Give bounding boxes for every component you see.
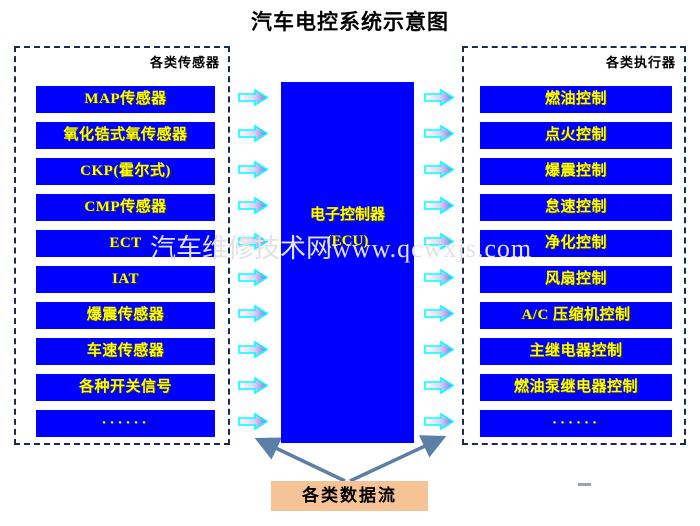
- actuators-panel: 各类执行器 燃油控制点火控制爆震控制怠速控制净化控制风扇控制 A/C 压缩机控制主…: [462, 46, 686, 445]
- sensor-to-ecu-flow-arrow-icon: [238, 160, 269, 179]
- actuator-item: 爆震控制: [480, 158, 672, 185]
- sensor-item: CKP(霍尔式): [36, 158, 215, 185]
- sensor-item: 各种开关信号: [36, 374, 215, 401]
- actuator-item: A/C 压缩机控制: [480, 302, 672, 329]
- actuators-panel-title: 各类执行器: [605, 55, 676, 70]
- sensor-item: ECT: [36, 230, 215, 257]
- ecu-to-actuator-flow-arrow-icon: [424, 268, 455, 287]
- ecu-to-actuator-flow-arrow-icon: [424, 124, 455, 143]
- sensors-panel-title: 各类传感器: [149, 55, 220, 70]
- ecu-to-actuator-flow-arrow-icon: [424, 160, 455, 179]
- ecu-label: 电子控制器 (ECU): [281, 202, 414, 254]
- sensor-item: IAT: [36, 266, 215, 293]
- page-title: 汽车电控系统示意图: [251, 10, 449, 34]
- actuator-item: 燃油控制: [480, 86, 672, 113]
- ecu-to-actuator-flow-arrow-icon: [424, 232, 455, 251]
- sensors-panel: 各类传感器 MAP传感器氧化锆式氧传感器 CKP(霍尔式) CMP传感器 ECT IAT…: [14, 46, 230, 445]
- dataflow-block: 各类数据流: [271, 481, 428, 511]
- sensor-to-ecu-flow-arrow-icon: [238, 268, 269, 287]
- actuators-item-list: 燃油控制点火控制爆震控制怠速控制净化控制风扇控制 A/C 压缩机控制主继电器控制燃…: [464, 48, 684, 443]
- ecu-label-sub: (ECU): [326, 233, 369, 249]
- sensor-item: 车速传感器: [36, 338, 215, 365]
- sensors-item-list: MAP传感器氧化锆式氧传感器 CKP(霍尔式) CMP传感器 ECT IAT 爆震传感器车…: [16, 48, 228, 443]
- sensor-to-ecu-flow-arrow-icon: [238, 88, 269, 107]
- ecu-to-actuator-flow-arrow-icon: [424, 340, 455, 359]
- ecu-label-main: 电子控制器: [309, 207, 385, 223]
- ecu-to-actuator-flow-arrow-icon: [424, 196, 455, 215]
- sensor-item: MAP传感器: [36, 86, 215, 113]
- sensor-to-ecu-flow-arrow-icon: [238, 124, 269, 143]
- actuator-item: 风扇控制: [480, 266, 672, 293]
- sensor-to-ecu-flow-arrow-icon: [238, 196, 269, 215]
- sensor-to-ecu-flow-arrow-icon: [238, 376, 269, 395]
- ecu-to-actuator-flow-arrow-icon: [424, 412, 455, 431]
- stray-mark: [578, 483, 591, 486]
- sensor-to-ecu-flow-arrow-icon: [238, 412, 269, 431]
- actuator-item: 怠速控制: [480, 194, 672, 221]
- sensor-item: 氧化锆式氧传感器: [36, 122, 215, 149]
- actuator-item: 燃油泵继电器控制: [480, 374, 672, 401]
- sensor-to-ecu-flow-arrow-icon: [238, 304, 269, 323]
- actuator-item: 主继电器控制: [480, 338, 672, 365]
- actuator-item: ······: [480, 410, 672, 437]
- ecu-to-actuator-flow-arrow-icon: [424, 376, 455, 395]
- ecu-block: 电子控制器 (ECU): [281, 82, 414, 443]
- ecu-to-actuator-flow-arrow-icon: [424, 304, 455, 323]
- ecu-to-actuator-flow-arrow-icon: [424, 88, 455, 107]
- sensor-item: 爆震传感器: [36, 302, 215, 329]
- sensor-item: ······: [36, 410, 215, 437]
- sensor-to-ecu-flow-arrow-icon: [238, 340, 269, 359]
- actuator-item: 净化控制: [480, 230, 672, 257]
- sensor-to-ecu-flow-arrow-icon: [238, 232, 269, 251]
- actuator-item: 点火控制: [480, 122, 672, 149]
- sensor-item: CMP传感器: [36, 194, 215, 221]
